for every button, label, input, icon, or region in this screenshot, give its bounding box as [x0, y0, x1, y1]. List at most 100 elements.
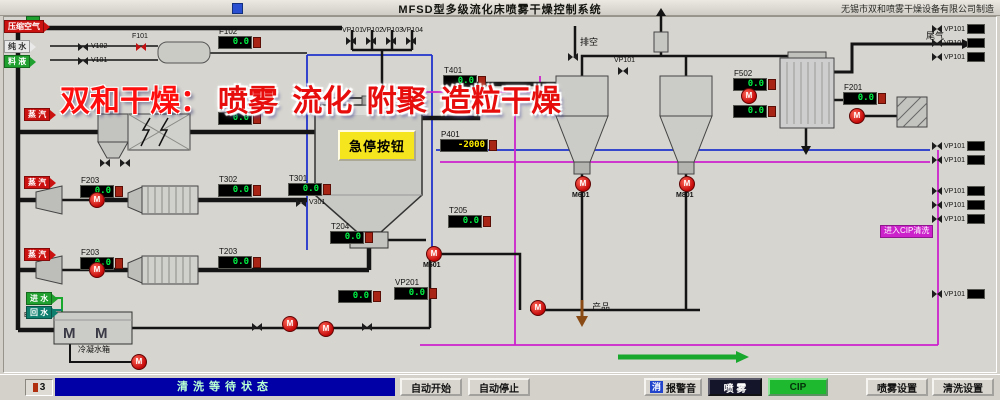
- right-valve-row[interactable]: VP101: [932, 52, 986, 62]
- feed-label: 蒸 汽: [24, 248, 57, 261]
- valve-label: VP101: [944, 142, 966, 150]
- display-value: 0.0: [338, 290, 372, 303]
- valve-V101-icon[interactable]: [78, 56, 88, 66]
- text-label: 尾气: [926, 31, 945, 41]
- cip-mode-button[interactable]: CIP: [768, 378, 828, 396]
- valve-icon[interactable]: [932, 38, 942, 48]
- display-tag: T204: [331, 222, 350, 231]
- spray-mode-button[interactable]: 喷 雾: [708, 378, 762, 396]
- valve-icon[interactable]: [932, 289, 942, 299]
- valve-unnamed-icon[interactable]: [120, 158, 130, 168]
- mute-alarm-button[interactable]: 消报警音: [644, 378, 702, 396]
- right-valve-row[interactable]: VP101: [932, 155, 986, 165]
- feed-label: 蒸 汽: [24, 176, 57, 189]
- valve-VP101-icon[interactable]: [618, 66, 628, 76]
- valve-V102-icon[interactable]: [78, 42, 88, 52]
- display-unit-chip: [478, 76, 486, 87]
- auto-start-button[interactable]: 自动开始: [400, 378, 462, 396]
- valve-icon[interactable]: [932, 24, 942, 34]
- valve-label: V301: [309, 199, 326, 206]
- feed-label-text: 压缩空气: [4, 20, 44, 33]
- feed-label-text: 蒸 汽: [24, 176, 51, 189]
- pump-motor[interactable]: M: [282, 316, 298, 332]
- valve-unnamed-icon[interactable]: [568, 52, 578, 62]
- valve-label: VP103: [382, 27, 404, 34]
- valve-icon[interactable]: [932, 52, 942, 62]
- feed-arrow-icon: [50, 249, 57, 260]
- emergency-stop-button[interactable]: 急停按钮: [338, 130, 416, 161]
- valve-label: VP101: [944, 201, 966, 209]
- right-valve-row[interactable]: VP101: [932, 141, 986, 151]
- pump-M601[interactable]: M: [575, 176, 591, 192]
- valve-F101-icon[interactable]: [136, 42, 146, 52]
- pump-motor[interactable]: M: [741, 88, 757, 104]
- display-tag: T205: [449, 206, 468, 215]
- feed-label-text: 回 水: [26, 306, 53, 319]
- pump-motor[interactable]: M: [318, 321, 334, 337]
- feed-arrow-icon: [30, 41, 37, 52]
- display-unit-chip: [253, 113, 261, 124]
- status-message: 清洗等待状态: [55, 378, 395, 396]
- pump-motor[interactable]: M: [89, 262, 105, 278]
- valve-icon[interactable]: [932, 214, 942, 224]
- valve-unnamed-icon[interactable]: [100, 158, 110, 168]
- manufacturer-label: 无锡市双和喷雾干燥设备有限公司制造: [840, 4, 994, 14]
- valve-icon[interactable]: [932, 186, 942, 196]
- right-valve-row[interactable]: VP101: [932, 38, 986, 48]
- feed-arrow-icon: [30, 56, 37, 67]
- valve-icon[interactable]: [932, 141, 942, 151]
- cycle-counter: 3: [25, 379, 53, 396]
- clean-settings-button[interactable]: 清洗设置: [932, 378, 994, 396]
- display-unit-chip: [253, 37, 261, 48]
- display-value: 0.0: [733, 105, 767, 118]
- valve-V301-icon[interactable]: [296, 198, 306, 208]
- display-value: 0.0: [330, 231, 364, 244]
- pump-motor[interactable]: M: [530, 300, 546, 316]
- valve-VP104-icon[interactable]: [406, 36, 416, 46]
- pump-M801[interactable]: M: [679, 176, 695, 192]
- auto-stop-button[interactable]: 自动停止: [468, 378, 530, 396]
- status-bar: 3 清洗等待状态 自动开始 自动停止 消报警音 喷 雾 CIP 喷雾设置 清洗设…: [0, 374, 1000, 400]
- valve-icon[interactable]: [932, 200, 942, 210]
- display-tag: T302: [219, 175, 238, 184]
- display-unit-chip: [373, 291, 381, 302]
- right-valve-row[interactable]: VP101: [932, 214, 986, 224]
- pump-motor[interactable]: M: [849, 108, 865, 124]
- valve-unnamed-icon[interactable]: [252, 322, 262, 332]
- right-valve-row[interactable]: VP101: [932, 24, 986, 34]
- display-unit-chip: [489, 140, 497, 151]
- pump-motor[interactable]: M: [131, 354, 147, 370]
- valve-label: VP101: [944, 290, 966, 298]
- right-valve-row[interactable]: VP101: [932, 186, 986, 196]
- valve-label: V101: [91, 57, 108, 64]
- valve-unnamed-icon[interactable]: [362, 322, 372, 332]
- display-tag: F201: [844, 83, 863, 92]
- spray-settings-button[interactable]: 喷雾设置: [866, 378, 928, 396]
- pump-motor[interactable]: M: [89, 192, 105, 208]
- right-valve-row[interactable]: VP101: [932, 200, 986, 210]
- valve-indicator: [967, 289, 986, 299]
- display-unit-chip: [878, 93, 886, 104]
- valve-icon[interactable]: [932, 155, 942, 165]
- pump-label: M801: [676, 192, 694, 199]
- valve-indicator: [967, 214, 986, 224]
- valve-VP103-icon[interactable]: [386, 36, 396, 46]
- feed-arrow-icon: [50, 109, 57, 120]
- display-tag: T401: [444, 66, 463, 75]
- valve-label: VP101: [614, 57, 636, 64]
- right-valve-row[interactable]: VP101: [932, 289, 986, 299]
- display-tag: T203: [219, 247, 238, 256]
- text-label: 进入CIP清洗: [880, 225, 934, 238]
- pump-M501[interactable]: M: [426, 246, 442, 262]
- valve-label: V102: [91, 43, 108, 50]
- valve-VP102-icon[interactable]: [366, 36, 376, 46]
- valve-VP101-icon[interactable]: [346, 36, 356, 46]
